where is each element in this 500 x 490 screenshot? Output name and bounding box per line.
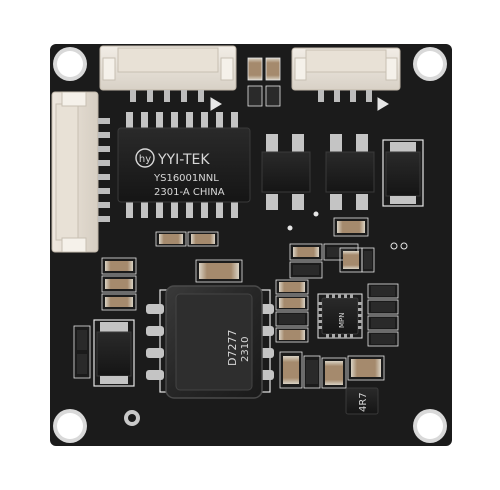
transformer-logo: hy [139, 154, 151, 165]
capacitor-stack-center [275, 279, 309, 343]
connector-left-side [51, 91, 110, 253]
mounting-hole-bottom-left [53, 409, 87, 443]
diode-left-bottom [93, 319, 135, 387]
fiducial-mark [124, 410, 140, 426]
inductor-marking-1: D7277 [226, 330, 239, 366]
capacitor-far-left [73, 325, 91, 379]
regulator-middle [325, 134, 375, 210]
ethernet-transformer-ic: hy YYI-TEK YS16001NNL 2301-A CHINA [117, 112, 251, 218]
diode-right [382, 139, 424, 207]
capacitor-near-regulators [333, 217, 369, 237]
power-inductor: D7277 2310 [146, 285, 274, 399]
small-ic-marking: 4R7 [358, 392, 369, 412]
resistor-stack-right [367, 283, 399, 347]
connector-top-right [291, 47, 401, 102]
transformer-brand: YYI-TEK [157, 152, 210, 168]
transformer-date-code: 2301-A CHINA [154, 187, 225, 198]
capacitor-bottom-cluster [279, 351, 385, 389]
qfn-marking: MPN [338, 313, 346, 329]
small-ic-4r7: 4R7 [345, 387, 379, 415]
connector-top-left [99, 45, 237, 102]
resistor-array-middle-right [289, 243, 375, 279]
capacitor-stack-left [101, 257, 137, 311]
capacitor-top-middle [247, 57, 281, 107]
mounting-hole-top-left [53, 47, 87, 81]
mounting-hole-top-right [413, 47, 447, 81]
capacitor-pair-under-transformer [155, 231, 219, 247]
transformer-part-number: YS16001NNL [153, 173, 219, 184]
mounting-hole-bottom-right [413, 409, 447, 443]
qfn-controller-ic: MPN [317, 293, 363, 339]
silkscreen-marks [210, 97, 408, 250]
capacitor-above-inductor [195, 259, 243, 283]
regulator-left [261, 134, 311, 210]
inductor-marking-2: 2310 [240, 337, 251, 362]
